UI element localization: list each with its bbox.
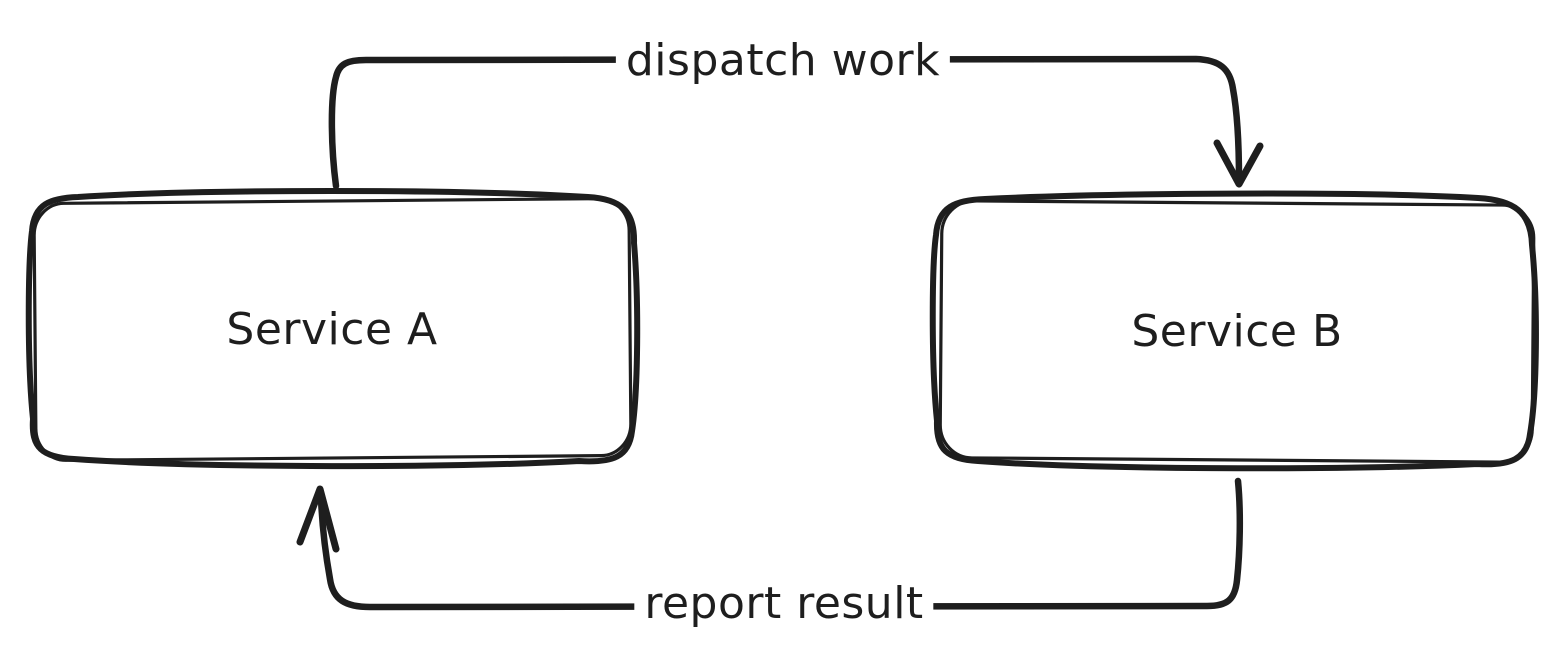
arrow-shaft [328,55,1243,190]
edge-label-dispatch-work: dispatch work [615,36,951,86]
arrowhead-up-icon [296,485,340,553]
rectangle-shape [25,188,641,470]
node-service-a-label: Service A [226,303,438,355]
rectangle-shape [929,190,1539,472]
rectangle-shape-second-pass [32,197,633,462]
node-service-b-label: Service B [1131,305,1343,357]
node-service-a-box [25,188,641,470]
arrowhead-down-icon [1213,139,1264,188]
edge-label-report-result: report result [634,579,934,629]
node-service-b-box [929,190,1539,472]
arrow-dispatch-work [328,55,1264,190]
rectangle-shape-second-pass [938,199,1536,464]
